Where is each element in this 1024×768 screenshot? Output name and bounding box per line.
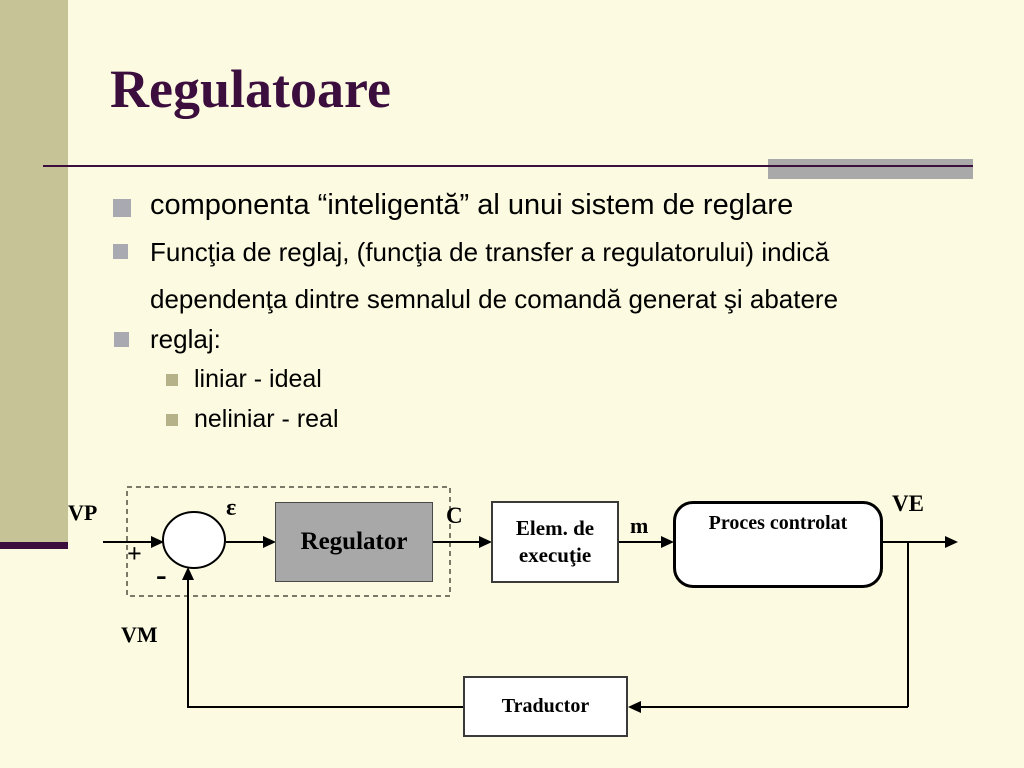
title-accent-bar (768, 159, 973, 179)
bullet-text-line: Funcţia de reglaj, (funcţia de transfer … (150, 237, 830, 267)
actuator-label-line1: Elem. de (515, 515, 595, 540)
transducer-block: Traductor (463, 676, 628, 737)
sub-bullet-text: liniar - ideal (194, 365, 322, 393)
arrowhead (151, 536, 164, 548)
arrowhead (628, 701, 641, 713)
signal-label-ve: VE (892, 491, 924, 516)
actuator-label-line2: execuţie (518, 543, 592, 567)
signal-label-epsilon: ε (226, 495, 237, 521)
page-title: Regulatoare (110, 59, 391, 119)
summing-junction (162, 511, 226, 569)
signal-label-vm: VM (121, 622, 158, 647)
actuator-block: Elem. de execuţie (491, 501, 619, 583)
sidebar-band (0, 0, 68, 542)
bullet-square (113, 244, 128, 259)
arrowhead (945, 536, 958, 548)
bullet-square (113, 199, 131, 217)
signal-label-c: C (446, 503, 463, 528)
bullet-text-line: dependenţa dintre semnalul de comandă ge… (150, 284, 839, 314)
sub-bullet-text: neliniar - real (194, 405, 339, 433)
arrowhead (479, 536, 492, 548)
bullet-text: reglaj: (150, 324, 221, 354)
sub-bullet-square (166, 374, 178, 386)
bullet-text: componenta “inteligentă” al unui sistem … (150, 189, 794, 221)
sidebar-end-bar (0, 542, 68, 549)
signal-label-m: m (630, 513, 649, 538)
regulator-label: Regulator (300, 528, 408, 555)
transducer-label: Traductor (501, 695, 590, 717)
plus-sign: + (127, 539, 142, 568)
process-label: Proces controlat (708, 512, 848, 534)
process-block: Proces controlat (673, 501, 883, 588)
bullet-square (114, 332, 129, 347)
title-rule (43, 165, 973, 167)
signal-label-vp: VP (68, 500, 98, 525)
arrowhead (182, 567, 194, 580)
minus-sign: - (156, 556, 167, 592)
arrowhead (263, 536, 276, 548)
regulator-block: Regulator (275, 502, 433, 582)
sub-bullet-square (166, 414, 178, 426)
arrowhead (661, 536, 674, 548)
